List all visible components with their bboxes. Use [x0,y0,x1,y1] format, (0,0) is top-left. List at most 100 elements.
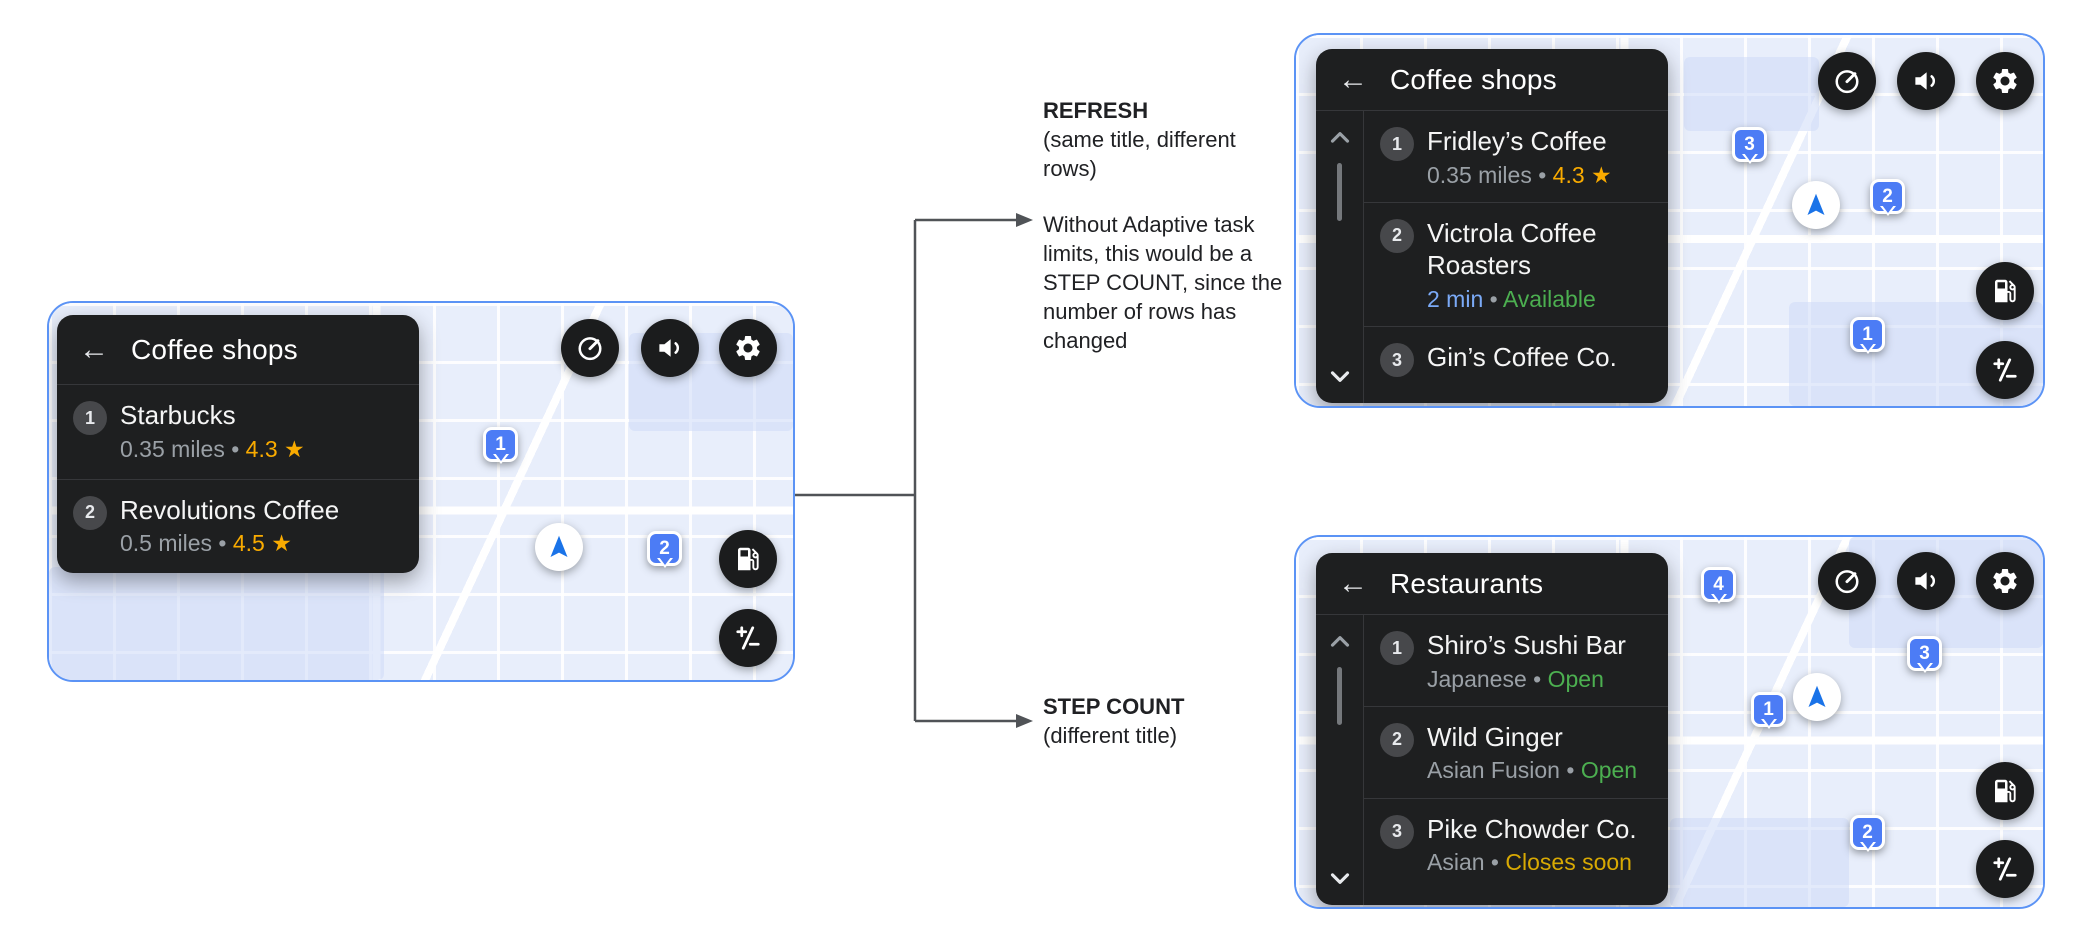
map-pin[interactable]: 2 [1850,815,1885,850]
list-item[interactable]: 3 Pike Chowder Co. Asian • Closes soon [1364,797,1668,890]
scrollbar[interactable] [1316,111,1364,403]
place-name: Starbucks [120,400,236,430]
list-item[interactable]: 2 Revolutions Coffee 0.5 miles • 4.5 ★ [57,478,419,574]
chevron-up-icon[interactable] [1325,627,1355,657]
volume-icon [1915,572,1936,590]
map-pin[interactable]: 2 [647,531,682,566]
row-number-badge: 1 [1380,631,1414,665]
subtitle-segment: • [1484,849,1506,876]
map-pin-label: 1 [1862,323,1873,345]
volume-icon [659,339,680,357]
row-number-badge: 1 [1380,127,1414,161]
speedometer-icon [578,337,602,361]
subtitle-segment: 4.5 ★ [232,530,292,556]
subtitle-segment: Available [1502,285,1596,312]
speedometer-button[interactable] [561,319,619,377]
chevron-down-icon[interactable] [1325,863,1355,893]
place-name: Shiro’s Sushi Bar [1427,630,1626,660]
settings-button[interactable] [1976,52,2034,110]
list-item[interactable]: 1 Shiro’s Sushi Bar Japanese • Open [1364,615,1668,706]
list-item[interactable]: 3 Gin’s Coffee Co. [1364,326,1668,389]
fuel-station-button[interactable] [1976,762,2034,820]
navigation-arrow-icon [1807,193,1825,215]
zoom-in-out-icon [736,626,760,650]
fuel-station-icon [1995,279,2016,303]
place-subtitle: Japanese • Open [1427,665,1626,694]
subtitle-segment: 0.5 miles • [120,530,233,556]
back-arrow-icon[interactable]: ← [79,332,109,366]
map-pin[interactable]: 3 [1907,636,1942,671]
scroll-indicator [1337,163,1342,221]
chevron-down-icon[interactable] [1325,361,1355,391]
row-number-badge: 2 [1380,218,1414,253]
list-header: ← Coffee shops [57,315,419,385]
screen-refresh: ← Coffee shops 1 Fridley’s Coffee 0.3 [1294,33,2045,408]
fuel-station-button[interactable] [1976,262,2034,320]
place-list-panel: ← Coffee shops 1 Starbucks 0.35 miles • … [57,315,419,573]
zoom-button[interactable] [1976,341,2034,399]
map-pin-label: 2 [1882,185,1893,207]
screen-initial: ← Coffee shops 1 Starbucks 0.35 miles • … [47,301,795,682]
volume-button[interactable] [641,319,699,377]
settings-button[interactable] [1976,552,2034,610]
subtitle-segment: 4.3 ★ [245,435,305,462]
scroll-indicator [1337,667,1342,725]
list-item[interactable]: 1 Fridley’s Coffee 0.35 miles • 4.3 ★ [1364,111,1668,202]
panel-title: Restaurants [1390,567,1544,599]
settings-gear-icon [1993,69,2017,93]
row-number-badge: 2 [73,495,107,530]
row-number-badge: 2 [1380,722,1414,757]
place-subtitle: Asian Fusion • Open [1427,756,1637,785]
map-pin[interactable]: 1 [1751,692,1786,727]
settings-button[interactable] [719,319,777,377]
speedometer-button[interactable] [1818,552,1876,610]
volume-button[interactable] [1897,552,1955,610]
scrollbar[interactable] [1316,615,1364,905]
place-subtitle: 0.35 miles • 4.3 ★ [1427,161,1612,190]
back-arrow-icon[interactable]: ← [1338,566,1368,600]
subtitle-segment: Japanese [1427,665,1527,692]
subtitle-segment: Open [1547,665,1604,692]
map-block [49,566,384,680]
map-pin[interactable]: 4 [1701,567,1736,602]
place-name: Revolutions Coffee [120,494,340,525]
map-pin[interactable]: 3 [1732,127,1767,162]
chevron-up-icon[interactable] [1325,123,1355,153]
map-block [1684,57,1819,132]
screen-step-count: ← Restaurants 1 Shiro’s Sushi Bar Jap [1294,535,2045,909]
list-item[interactable]: 1 Starbucks 0.35 miles • 4.3 ★ [57,385,419,479]
back-arrow-icon[interactable]: ← [1338,62,1368,96]
fuel-station-button[interactable] [719,530,777,588]
volume-button[interactable] [1897,52,1955,110]
speedometer-icon [1835,570,1859,594]
current-location-indicator [535,523,583,571]
zoom-button[interactable] [719,609,777,667]
subtitle-segment: 0.35 miles • [1427,161,1553,188]
current-location-indicator [1792,181,1840,229]
row-number-badge: 3 [1380,814,1414,849]
map-pin-label: 4 [1713,573,1724,595]
subtitle-segment: Closes soon [1505,849,1632,876]
list-item[interactable]: 2 Wild Ginger Asian Fusion • Open [1364,705,1668,798]
list-item[interactable]: 2 Victrola Coffee Roasters 2 min • Avail… [1364,201,1668,326]
subtitle-segment: Asian Fusion [1427,757,1560,784]
map-pin[interactable]: 1 [483,427,518,462]
list-header: ← Restaurants [1316,553,1668,615]
speedometer-button[interactable] [1818,52,1876,110]
map-pin-label: 2 [659,537,670,559]
speedometer-icon [1835,70,1859,94]
navigation-arrow-icon [550,535,568,557]
zoom-button[interactable] [1976,840,2034,898]
map-pin[interactable]: 1 [1850,317,1885,352]
place-subtitle: 0.5 miles • 4.5 ★ [120,529,339,558]
map-pin-label: 3 [1919,642,1930,664]
map-pin[interactable]: 2 [1870,179,1905,214]
row-number-badge: 3 [1380,343,1414,378]
map-pin-label: 1 [495,433,506,455]
fuel-station-icon [1995,779,2016,803]
subtitle-segment: Open [1580,757,1638,784]
step-count-annotation: STEP COUNT (different title) [1043,692,1293,750]
subtitle-segment: 0.35 miles • [120,435,246,462]
